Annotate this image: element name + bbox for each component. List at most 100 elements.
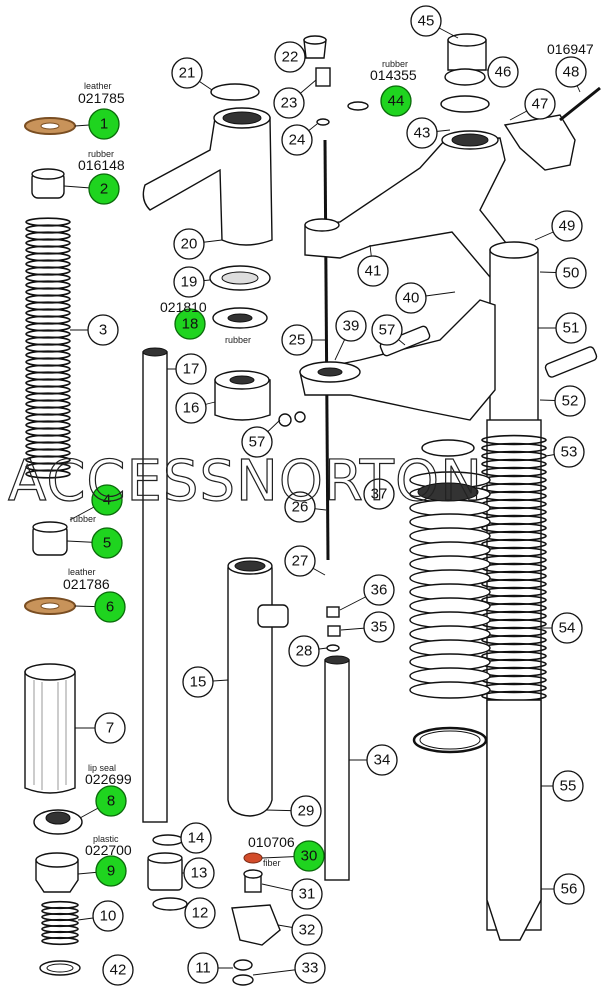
callout-number: 57 (379, 322, 396, 339)
part-callout-14: 14 (180, 822, 212, 854)
callout-circle (363, 478, 395, 510)
callout-circle (241, 426, 273, 458)
part-callout-56: 56 (553, 873, 585, 905)
callout-circle (410, 5, 442, 37)
callout-circle (291, 914, 323, 946)
part-callout-20: 20 (173, 228, 205, 260)
callout-circle (553, 873, 585, 905)
part-callout-33: 33 (294, 952, 326, 984)
callout-circle (293, 840, 325, 872)
callout-number: 45 (418, 13, 435, 30)
callout-number: 12 (192, 905, 209, 922)
part-callout-28: 28 (288, 635, 320, 667)
callout-number: 37 (371, 486, 388, 503)
callout-number: 20 (181, 236, 198, 253)
part-callout-22: 22 (274, 41, 306, 73)
annotations: leather 021785 rubber 016148 rubber 0143… (63, 41, 594, 868)
callout-circle (406, 117, 438, 149)
callout-circle (184, 897, 216, 929)
part-callout-42: 42 (102, 954, 134, 986)
callout-circle (551, 612, 583, 644)
part-callout-35: 35 (363, 611, 395, 643)
part-callout-40: 40 (395, 282, 427, 314)
callout-number: 6 (106, 599, 114, 616)
part-callout-18: 18 (174, 308, 206, 340)
callout-circle (88, 173, 120, 205)
callout-number: 5 (103, 535, 111, 552)
callout-number: 39 (343, 318, 360, 335)
callout-number: 33 (302, 960, 319, 977)
part-callout-10: 10 (92, 900, 124, 932)
callout-number: 41 (365, 263, 382, 280)
callout-circle (94, 591, 126, 623)
part-callout-2: 2 (88, 173, 120, 205)
part-callout-8: 8 (95, 785, 127, 817)
fiber-washer-part (243, 852, 263, 864)
callout-circle (357, 255, 389, 287)
part-callout-55: 55 (552, 770, 584, 802)
part-callout-7: 7 (94, 712, 126, 744)
annotation-type-5: rubber (70, 514, 96, 524)
callout-number: 51 (563, 320, 580, 337)
callout-number: 52 (562, 393, 579, 410)
callout-number: 30 (301, 848, 318, 865)
annotation-code-2: 016148 (78, 157, 125, 173)
callout-circle (371, 314, 403, 346)
callout-circle (288, 635, 320, 667)
part-callout-13: 13 (183, 857, 215, 889)
callout-circle (94, 712, 126, 744)
callout-circle (91, 527, 123, 559)
callout-circle (173, 228, 205, 260)
callout-number: 27 (292, 553, 309, 570)
callout-circle (291, 878, 323, 910)
callout-number: 3 (99, 322, 107, 339)
part-callout-41: 41 (357, 255, 389, 287)
callout-circle (363, 611, 395, 643)
watermark-text: ACCESSNORTON (8, 449, 483, 514)
part-callout-9: 9 (95, 855, 127, 887)
part-callout-6: 6 (94, 591, 126, 623)
headlamp-bracket-part (142, 117, 273, 246)
callout-number: 31 (299, 886, 316, 903)
callout-number: 19 (181, 274, 198, 291)
callout-number: 49 (559, 218, 576, 235)
callout-number: 1 (100, 116, 108, 133)
annotation-code-9: 022700 (85, 842, 132, 858)
callout-circle (273, 87, 305, 119)
annotation-type-18: rubber (225, 335, 251, 345)
callout-number: 4 (103, 492, 111, 509)
callout-number: 56 (561, 881, 578, 898)
annotation-type-9: plastic (93, 834, 119, 844)
callout-circle (363, 574, 395, 606)
part-callout-12: 12 (184, 897, 216, 929)
callout-circle (95, 785, 127, 817)
annotation-type-2: rubber (88, 149, 114, 159)
part-callout-5: 5 (91, 527, 123, 559)
callout-number: 18 (182, 316, 199, 333)
callout-number: 29 (298, 803, 315, 820)
part-callout-45: 45 (410, 5, 442, 37)
callout-number: 43 (414, 125, 431, 142)
callout-number: 16 (183, 400, 200, 417)
fork-slider-part (227, 567, 273, 817)
callout-circle (173, 266, 205, 298)
callout-number: 15 (190, 674, 207, 691)
callout-number: 35 (371, 619, 388, 636)
callout-number: 23 (281, 95, 298, 112)
part-callout-27: 27 (284, 545, 316, 577)
callout-number: 24 (289, 132, 306, 149)
part-callout-30: 30 (293, 840, 325, 872)
fork-spring-part (25, 215, 73, 485)
callout-number: 14 (188, 830, 205, 847)
callout-number: 47 (532, 96, 549, 113)
callout-number: 21 (179, 65, 196, 82)
callout-number: 40 (403, 290, 420, 307)
callout-circle (175, 353, 207, 385)
part-callout-46: 46 (487, 56, 519, 88)
callout-number: 26 (292, 499, 309, 516)
annotation-code-30: 010706 (248, 834, 295, 850)
callout-number: 44 (388, 93, 405, 110)
callout-circle (335, 310, 367, 342)
callout-circle (175, 392, 207, 424)
